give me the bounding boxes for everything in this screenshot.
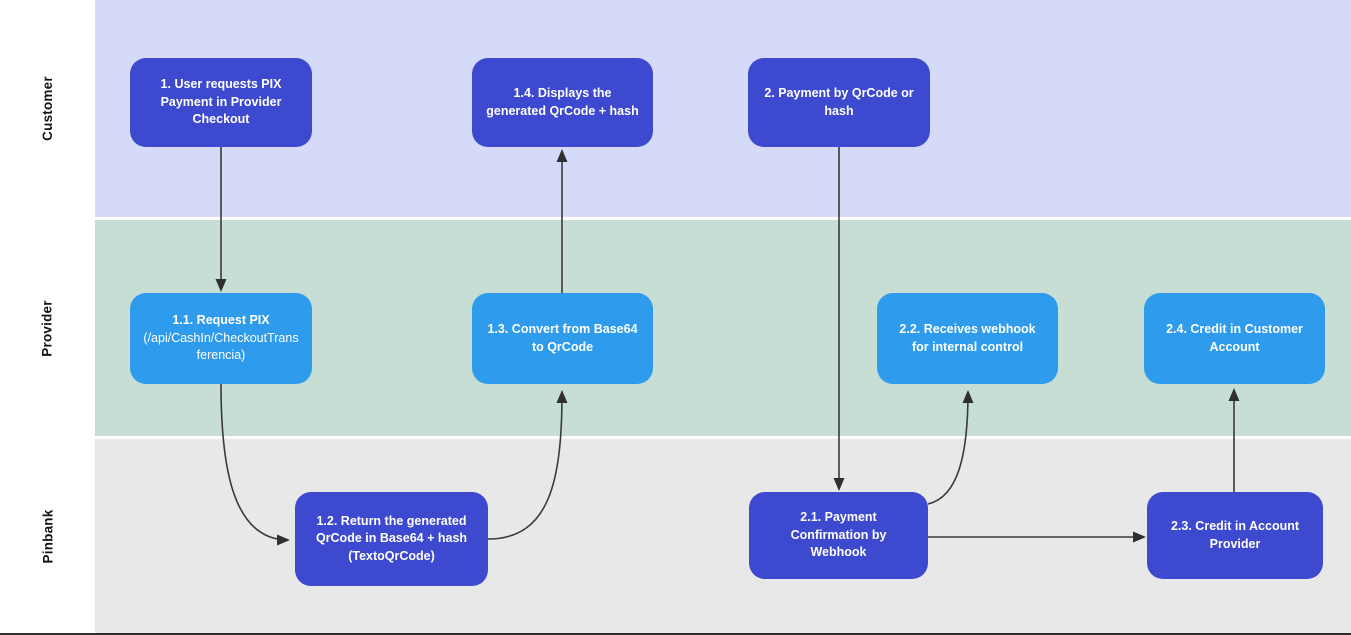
lane-separator [0,217,1351,220]
lane-label-customer: Customer [0,0,95,217]
arrow-1-2-to-1-3 [487,390,568,540]
lane-separator [0,436,1351,439]
arrow-2-1-to-2-2 [927,390,974,505]
lane-label-provider: Provider [0,220,95,436]
node-1-2-return-qrcode[interactable]: 1.2. Return the generated QrCode in Base… [295,492,488,586]
node-1-3-convert-base64[interactable]: 1.3. Convert from Base64 to QrCode [472,293,653,384]
node-2-4-label: 2.4. Credit in Customer Account [1166,322,1303,354]
node-2-4-credit-customer[interactable]: 2.4. Credit in Customer Account [1144,293,1325,384]
node-1-3-label: 1.3. Convert from Base64 to QrCode [487,322,638,354]
node-1-1-title: 1.1. Request PIX [172,313,270,328]
node-1-user-requests-pix[interactable]: 1. User requests PIX Payment in Provider… [130,58,312,147]
node-2-3-label: 2.3. Credit in Account Provider [1170,519,1300,551]
node-2-label: 2. Payment by QrCode or hash [764,86,914,118]
node-2-1-payment-confirmation[interactable]: 2.1. Payment Confirmation by Webhook [749,492,928,579]
node-2-2-receives-webhook[interactable]: 2.2. Receives webhook for internal contr… [877,293,1058,384]
node-1-label: 1. User requests PIX Payment in Provider… [160,77,282,127]
node-1-4-displays-qrcode[interactable]: 1.4. Displays the generated QrCode + has… [472,58,653,147]
node-2-1-label: 2.1. Payment Confirmation by Webhook [790,510,887,560]
node-1-1-request-pix[interactable]: 1.1. Request PIX (/api/CashIn/CheckoutTr… [130,293,312,384]
node-1-4-label: 1.4. Displays the generated QrCode + has… [486,86,639,118]
node-2-payment-by-qrcode[interactable]: 2. Payment by QrCode or hash [748,58,930,147]
lane-label-pinbank: Pinbank [0,439,95,633]
arrow-1-1-to-1-2 [220,383,290,546]
node-1-1-subtitle: (/api/CashIn/CheckoutTransferencia) [143,330,299,363]
node-2-2-label: 2.2. Receives webhook for internal contr… [899,322,1036,354]
node-2-3-credit-account-provider[interactable]: 2.3. Credit in Account Provider [1147,492,1323,579]
node-1-2-label: 1.2. Return the generated QrCode in Base… [315,513,468,563]
